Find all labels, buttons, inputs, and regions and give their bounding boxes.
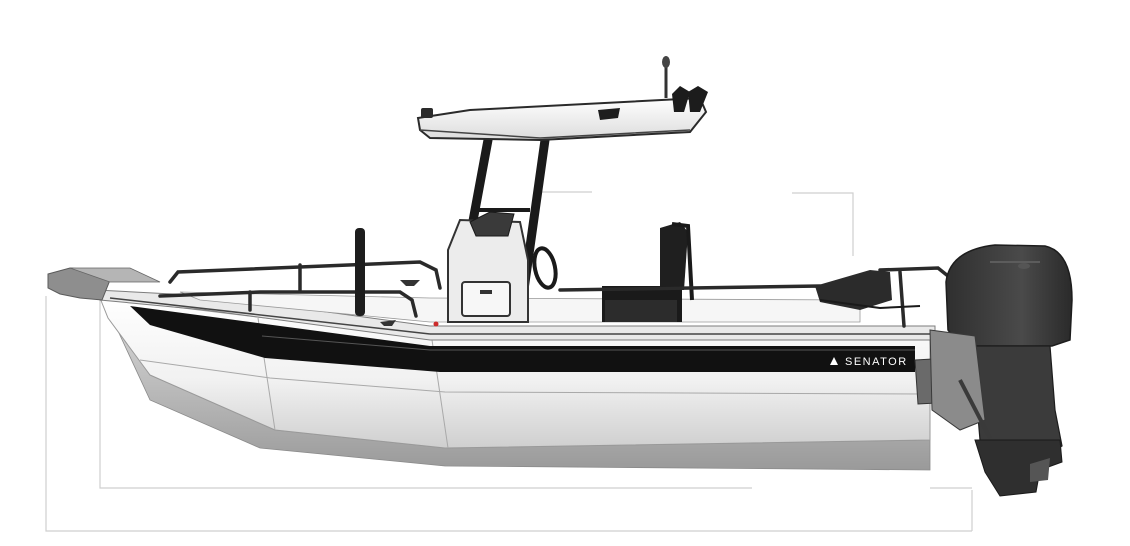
t-top-edge	[419, 129, 691, 139]
t-top-light-left	[421, 108, 433, 118]
helm-seat-frame	[671, 222, 694, 301]
t-top-logo	[598, 108, 620, 120]
grab-pole	[355, 228, 365, 316]
outboard-cowling	[945, 244, 1073, 347]
cowling-badge	[1018, 263, 1030, 269]
aft-seat-edge	[819, 299, 921, 310]
console-hatch	[461, 281, 511, 317]
rubrail	[109, 297, 431, 335]
brand-name: SENATOR	[845, 356, 908, 368]
hull-stripe	[130, 306, 915, 372]
helm-seat-base	[605, 300, 677, 322]
brand-mark-icon	[830, 357, 838, 365]
brand-logo: SENATOR	[830, 356, 908, 368]
console-windshield	[469, 211, 515, 237]
cleat-mid	[380, 320, 396, 326]
console-hatch-latch	[480, 290, 492, 294]
steering-arm	[958, 379, 992, 439]
propeller	[1030, 458, 1050, 482]
dimension-lines	[45, 191, 973, 532]
bow-roller	[69, 267, 161, 283]
t-top-canopy	[416, 96, 708, 142]
nav-light	[433, 321, 439, 327]
hull-stripe-highlight	[261, 335, 915, 351]
rod-holders	[672, 86, 708, 112]
antenna-tip	[662, 56, 670, 68]
cleat-front	[400, 280, 420, 286]
bow-rail	[158, 260, 442, 318]
steering-wheel	[532, 246, 558, 290]
helm-seat-back	[660, 222, 688, 290]
aft-seat	[815, 270, 892, 310]
